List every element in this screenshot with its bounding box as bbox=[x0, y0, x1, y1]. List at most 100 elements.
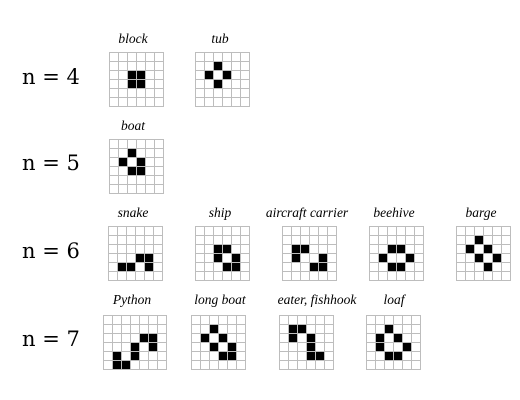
dead-cell bbox=[137, 140, 146, 149]
dead-cell bbox=[310, 272, 319, 281]
dead-cell bbox=[110, 176, 119, 185]
dead-cell bbox=[403, 325, 412, 334]
dead-cell bbox=[325, 325, 334, 334]
dead-cell bbox=[154, 236, 163, 245]
dead-cell bbox=[241, 272, 250, 281]
pattern-name-long-boat: long boat bbox=[194, 292, 246, 307]
live-cell bbox=[475, 236, 484, 245]
dead-cell bbox=[122, 325, 131, 334]
dead-cell bbox=[316, 316, 325, 325]
dead-cell bbox=[289, 352, 298, 361]
live-cell bbox=[122, 361, 131, 370]
live-cell bbox=[385, 352, 394, 361]
dead-cell bbox=[214, 263, 223, 272]
dead-cell bbox=[196, 62, 205, 71]
dead-cell bbox=[110, 71, 119, 80]
dead-cell bbox=[192, 361, 201, 370]
pattern-grid-tub bbox=[195, 52, 250, 107]
dead-cell bbox=[228, 325, 237, 334]
dead-cell bbox=[412, 352, 421, 361]
live-cell bbox=[316, 352, 325, 361]
pattern-grid-aircraft-carrier bbox=[282, 226, 337, 281]
pattern-name-barge: barge bbox=[465, 205, 497, 220]
live-cell bbox=[136, 254, 145, 263]
dead-cell bbox=[155, 53, 164, 62]
dead-cell bbox=[484, 254, 493, 263]
dead-cell bbox=[415, 236, 424, 245]
dead-cell bbox=[210, 316, 219, 325]
dead-cell bbox=[137, 89, 146, 98]
dead-cell bbox=[149, 361, 158, 370]
live-cell bbox=[131, 352, 140, 361]
dead-cell bbox=[119, 140, 128, 149]
dead-cell bbox=[136, 245, 145, 254]
dead-cell bbox=[127, 227, 136, 236]
dead-cell bbox=[403, 334, 412, 343]
dead-cell bbox=[122, 334, 131, 343]
dead-cell bbox=[475, 272, 484, 281]
live-cell bbox=[223, 71, 232, 80]
dead-cell bbox=[232, 62, 241, 71]
dead-cell bbox=[301, 263, 310, 272]
live-cell bbox=[388, 263, 397, 272]
dead-cell bbox=[154, 245, 163, 254]
dead-cell bbox=[110, 167, 119, 176]
dead-cell bbox=[298, 343, 307, 352]
dead-cell bbox=[201, 352, 210, 361]
live-cell bbox=[292, 254, 301, 263]
dead-cell bbox=[104, 343, 113, 352]
dead-cell bbox=[128, 89, 137, 98]
dead-cell bbox=[146, 89, 155, 98]
dead-cell bbox=[155, 89, 164, 98]
dead-cell bbox=[475, 227, 484, 236]
live-cell bbox=[119, 158, 128, 167]
dead-cell bbox=[136, 227, 145, 236]
dead-cell bbox=[104, 334, 113, 343]
dead-cell bbox=[502, 263, 511, 272]
dead-cell bbox=[406, 245, 415, 254]
dead-cell bbox=[192, 316, 201, 325]
dead-cell bbox=[196, 272, 205, 281]
live-cell bbox=[223, 245, 232, 254]
dead-cell bbox=[118, 236, 127, 245]
dead-cell bbox=[385, 316, 394, 325]
dead-cell bbox=[192, 352, 201, 361]
live-cell bbox=[394, 352, 403, 361]
dead-cell bbox=[415, 245, 424, 254]
live-cell bbox=[403, 343, 412, 352]
dead-cell bbox=[241, 245, 250, 254]
dead-cell bbox=[110, 53, 119, 62]
live-cell bbox=[140, 334, 149, 343]
pattern-grid-block bbox=[109, 52, 164, 107]
dead-cell bbox=[415, 263, 424, 272]
dead-cell bbox=[415, 227, 424, 236]
dead-cell bbox=[201, 361, 210, 370]
pattern-grid-python bbox=[103, 315, 167, 370]
dead-cell bbox=[325, 334, 334, 343]
dead-cell bbox=[232, 71, 241, 80]
dead-cell bbox=[406, 263, 415, 272]
pattern-name-block: block bbox=[118, 31, 148, 46]
live-cell bbox=[214, 80, 223, 89]
pattern-grid-ship bbox=[195, 226, 250, 281]
pattern-grid-beehive bbox=[369, 226, 424, 281]
dead-cell bbox=[280, 343, 289, 352]
live-cell bbox=[292, 245, 301, 254]
dead-cell bbox=[316, 343, 325, 352]
live-cell bbox=[310, 263, 319, 272]
dead-cell bbox=[298, 316, 307, 325]
pattern-name-eater-fishhook: eater, fishhook bbox=[277, 292, 357, 307]
dead-cell bbox=[205, 263, 214, 272]
dead-cell bbox=[466, 263, 475, 272]
dead-cell bbox=[232, 236, 241, 245]
dead-cell bbox=[484, 227, 493, 236]
dead-cell bbox=[128, 98, 137, 107]
dead-cell bbox=[367, 334, 376, 343]
dead-cell bbox=[328, 254, 337, 263]
dead-cell bbox=[113, 343, 122, 352]
live-cell bbox=[289, 325, 298, 334]
dead-cell bbox=[128, 176, 137, 185]
dead-cell bbox=[237, 316, 246, 325]
dead-cell bbox=[241, 236, 250, 245]
dead-cell bbox=[289, 361, 298, 370]
